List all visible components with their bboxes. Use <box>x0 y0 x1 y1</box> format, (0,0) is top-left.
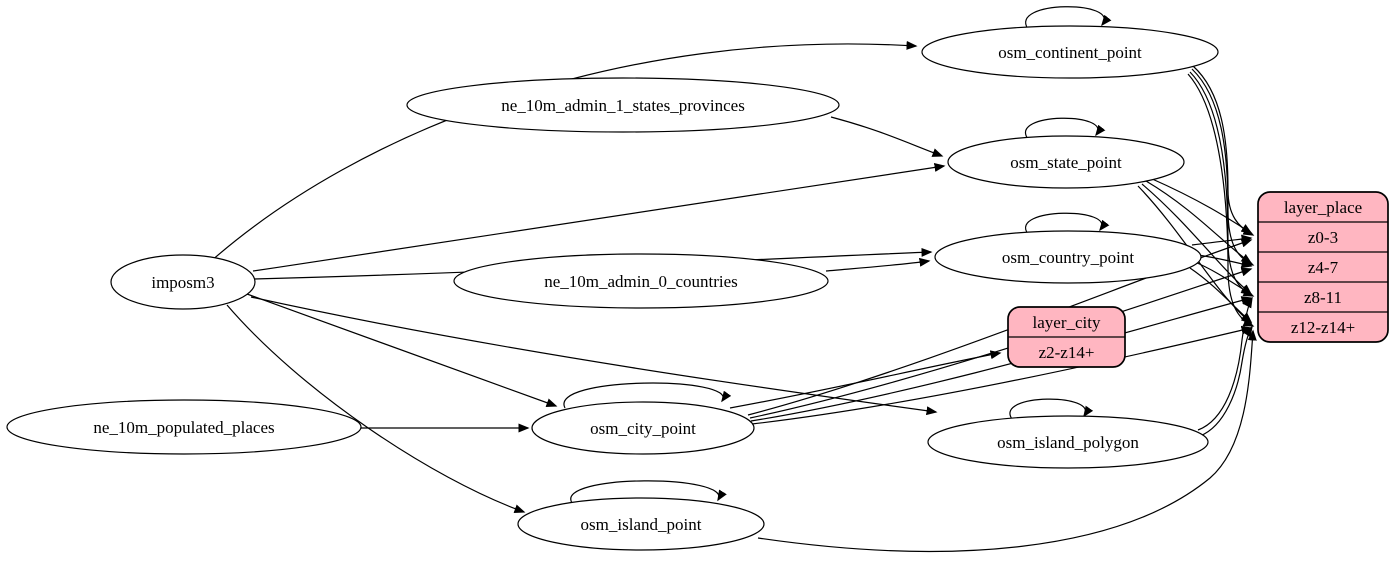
node-label-imposm3: imposm3 <box>151 273 214 292</box>
node-osm_state_point: osm_state_point <box>947 135 1185 189</box>
node-osm_continent_point: osm_continent_point <box>921 25 1219 79</box>
edge-osm_continent_point-to-layer_place_z4-7 <box>1191 68 1255 266</box>
node-ellipse-osm_city_point <box>531 401 755 455</box>
node-label-osm_state_point: osm_state_point <box>1010 153 1122 172</box>
node-label-ne_10m_populated_places: ne_10m_populated_places <box>93 418 274 437</box>
record-box-layer_place <box>1257 191 1389 343</box>
node-ellipse-ne_10m_populated_places <box>6 399 362 455</box>
edge-osm_city_point-to-osm_city_point <box>563 382 732 409</box>
edge-osm_country_point-to-layer_place_z0-3 <box>1191 234 1253 246</box>
edge-ne_10m_admin_1_states_provinces-to-osm_state_point <box>830 116 944 157</box>
node-ellipse-osm_state_point <box>947 135 1185 189</box>
node-ellipse-osm_island_polygon <box>927 415 1209 469</box>
node-ellipse-osm_continent_point <box>921 25 1219 79</box>
edge-osm_city_point-to-layer_place_z4-7 <box>749 267 1253 419</box>
nodes-layer: imposm3 ne_10m_admin_1_states_provincesne… <box>6 25 1389 551</box>
edge-osm_island_polygon-to-layer_place_z8-11 <box>1197 296 1253 431</box>
record-row-label-layer_place-3: z8-11 <box>1304 288 1342 307</box>
node-label-osm_country_point: osm_country_point <box>1002 248 1134 267</box>
edge-osm_state_point-to-osm_state_point <box>1024 117 1106 140</box>
node-ellipse-osm_island_point <box>517 497 765 551</box>
node-imposm3: imposm3 <box>110 254 256 310</box>
node-label-ne_10m_admin_0_countries: ne_10m_admin_0_countries <box>544 272 738 291</box>
node-ne_10m_populated_places: ne_10m_populated_places <box>6 399 362 455</box>
node-osm_island_point: osm_island_point <box>517 497 765 551</box>
edge-osm_island_polygon-to-layer_place_z12-z14+ <box>1199 325 1253 437</box>
edge-osm_continent_point-to-osm_continent_point <box>1025 6 1112 30</box>
edge-imposm3-to-osm_continent_point <box>209 40 918 263</box>
node-ellipse-ne_10m_admin_0_countries <box>453 253 829 309</box>
edge-osm_country_point-to-osm_country_point <box>1025 212 1110 235</box>
node-label-osm_island_polygon: osm_island_polygon <box>997 433 1139 452</box>
edge-osm_country_point-to-layer_place_z12-z14+ <box>1189 267 1253 324</box>
record-row-label-layer_city-0: layer_city <box>1033 313 1101 332</box>
edge-osm_city_point-to-layer_place_z8-11 <box>750 296 1253 422</box>
node-label-ne_10m_admin_1_states_provinces: ne_10m_admin_1_states_provinces <box>501 96 745 115</box>
edge-osm_city_point-to-layer_place_z12-z14+ <box>751 325 1253 425</box>
edge-osm_country_point-to-layer_place_z4-7 <box>1197 254 1253 269</box>
record-row-label-layer_place-1: z0-3 <box>1308 228 1338 247</box>
edge-osm_city_point-to-layer_city <box>729 350 1002 409</box>
edge-osm_continent_point-to-layer_place_z12-z14+ <box>1187 73 1255 327</box>
node-label-osm_continent_point: osm_continent_point <box>998 43 1142 62</box>
record-row-label-layer_place-0: layer_place <box>1284 198 1362 217</box>
node-ellipse-imposm3 <box>110 254 256 310</box>
edge-osm_state_point-to-layer_place_z8-11 <box>1141 183 1253 295</box>
record-row-label-layer_place-4: z12-z14+ <box>1291 318 1355 337</box>
node-layer_place: layer_place z0-3 z4-7 z8-11 z12-z14+ <box>1257 191 1389 343</box>
edge-osm_continent_point-to-layer_place_z8-11 <box>1189 71 1255 297</box>
edge-osm_island_point-to-osm_island_point <box>570 480 727 504</box>
edge-ne_10m_admin_0_countries-to-osm_country_point <box>825 257 931 272</box>
node-ellipse-ne_10m_admin_1_states_provinces <box>406 77 840 133</box>
edge-osm_state_point-to-layer_place_z0-3 <box>1149 177 1253 234</box>
edge-osm_island_polygon-to-osm_island_polygon <box>1009 398 1094 420</box>
edge-imposm3-to-osm_island_polygon <box>250 296 938 416</box>
edge-osm_state_point-to-layer_place_z4-7 <box>1145 180 1253 264</box>
node-layer_city: layer_city z2-z14+ <box>1007 306 1126 368</box>
edge-osm_island_point-to-layer_place_z12-z14+ <box>757 329 1257 552</box>
record-row-label-layer_city-1: z2-z14+ <box>1039 343 1095 362</box>
node-label-osm_island_point: osm_island_point <box>581 515 702 534</box>
node-label-osm_city_point: osm_city_point <box>590 419 696 438</box>
node-ne_10m_admin_0_countries: ne_10m_admin_0_countries <box>453 253 829 309</box>
record-row-label-layer_place-2: z4-7 <box>1308 258 1339 277</box>
edge-imposm3-to-osm_city_point <box>246 293 558 407</box>
node-osm_country_point: osm_country_point <box>934 230 1202 284</box>
node-ne_10m_admin_1_states_provinces: ne_10m_admin_1_states_provinces <box>406 77 840 133</box>
node-osm_island_polygon: osm_island_polygon <box>927 415 1209 469</box>
node-osm_city_point: osm_city_point <box>531 401 755 455</box>
node-ellipse-osm_country_point <box>934 230 1202 284</box>
edge-osm_continent_point-to-layer_place_z0-3 <box>1192 65 1255 236</box>
